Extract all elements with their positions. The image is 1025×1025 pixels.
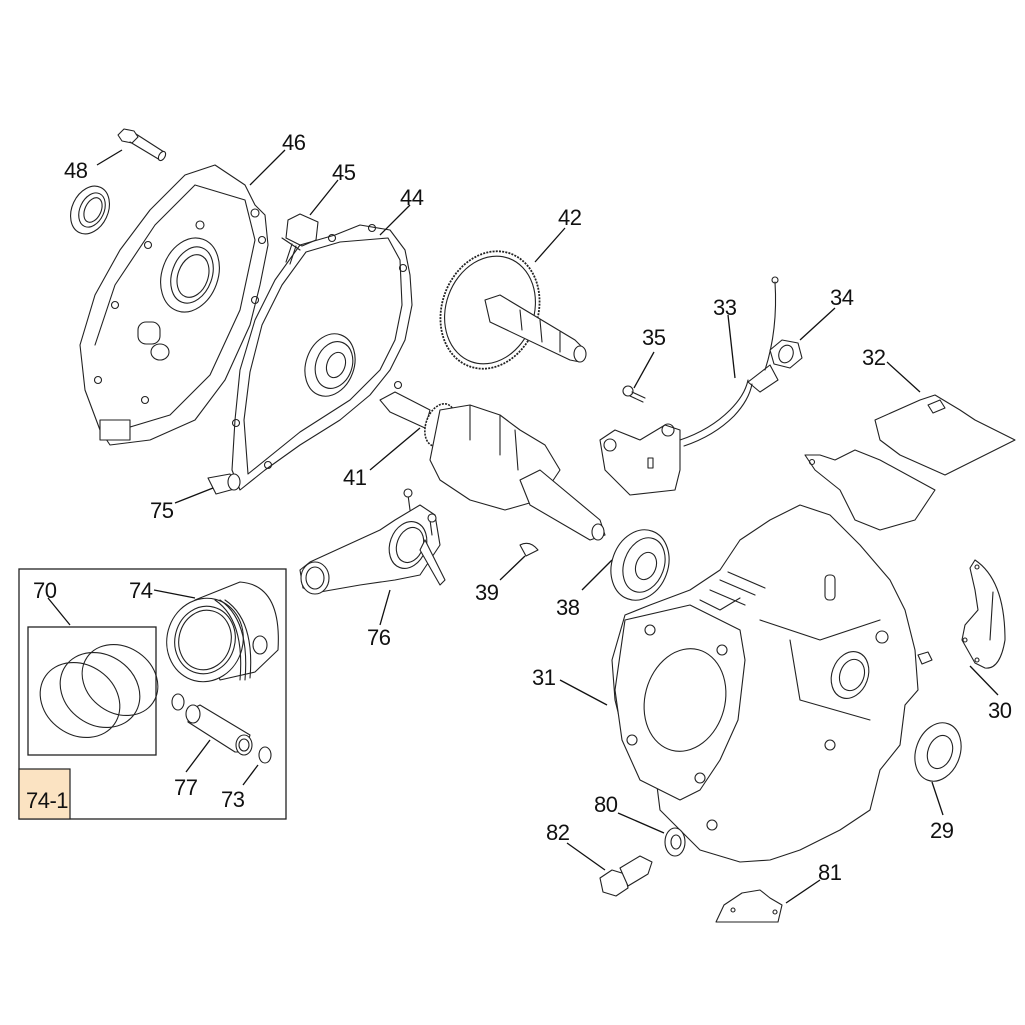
callout-70[interactable]: 70 <box>33 578 57 603</box>
callout-34[interactable]: 34 <box>830 285 854 310</box>
part-45-oil-sensor[interactable] <box>281 213 319 265</box>
part-48-bolt[interactable] <box>117 128 167 162</box>
callout-77[interactable]: 77 <box>174 775 198 800</box>
callout-31[interactable]: 31 <box>532 665 556 690</box>
part-73-circlip[interactable] <box>171 693 272 764</box>
callout-33[interactable]: 33 <box>713 295 737 320</box>
callout-44[interactable]: 44 <box>400 185 424 210</box>
callout-45[interactable]: 45 <box>332 160 356 185</box>
kit-label[interactable]: 74-1 <box>26 788 69 813</box>
part-75-dowel-pin[interactable] <box>207 473 241 495</box>
leader-lines <box>47 149 999 904</box>
callout-80[interactable]: 80 <box>594 792 618 817</box>
callout-35[interactable]: 35 <box>642 325 666 350</box>
callout-74[interactable]: 74 <box>129 578 153 603</box>
part-38-bearing[interactable] <box>601 522 678 609</box>
callout-32[interactable]: 32 <box>862 345 886 370</box>
part-46-crankcase-cover[interactable] <box>79 164 269 446</box>
part-34-nut[interactable] <box>769 339 803 369</box>
part-70-piston-rings[interactable] <box>26 630 172 753</box>
part-42-camshaft[interactable] <box>424 237 587 383</box>
part-31-crankcase[interactable] <box>611 504 919 863</box>
callout-81[interactable]: 81 <box>818 860 842 885</box>
part-77-piston-pin[interactable] <box>185 704 253 756</box>
callout-48[interactable]: 48 <box>64 158 88 183</box>
callout-76[interactable]: 76 <box>367 625 391 650</box>
callout-labels: 48 46 45 44 42 41 75 35 33 34 32 39 38 7… <box>33 130 1012 885</box>
callout-82[interactable]: 82 <box>546 820 570 845</box>
part-39-key[interactable] <box>519 542 539 557</box>
part-82-drain-bolt[interactable] <box>599 855 653 897</box>
part-80-washer[interactable] <box>664 827 686 857</box>
part-32-cover-plate[interactable] <box>804 394 1016 531</box>
callout-73[interactable]: 73 <box>221 787 245 812</box>
part-29-oil-seal[interactable] <box>907 716 969 787</box>
part-33-ignition-coil[interactable] <box>599 276 779 496</box>
part-41-crankshaft[interactable] <box>379 391 606 541</box>
kit-label-background <box>18 768 71 820</box>
callout-42[interactable]: 42 <box>558 205 582 230</box>
part-bearing-cover[interactable] <box>297 327 364 404</box>
callout-75[interactable]: 75 <box>150 498 174 523</box>
part-44-gasket[interactable] <box>231 223 413 491</box>
part-74-piston[interactable] <box>157 581 279 690</box>
callout-38[interactable]: 38 <box>556 595 580 620</box>
part-small-screw[interactable] <box>917 651 933 665</box>
part-35-bolt[interactable] <box>622 385 646 403</box>
piston-kit-box: 74-1 <box>18 568 287 820</box>
callout-46[interactable]: 46 <box>282 130 306 155</box>
part-30-bracket[interactable] <box>961 559 1006 669</box>
part-76-connecting-rod[interactable] <box>299 488 446 595</box>
part-81-plate[interactable] <box>715 889 783 923</box>
callout-41[interactable]: 41 <box>343 465 367 490</box>
callout-30[interactable]: 30 <box>988 698 1012 723</box>
callout-29[interactable]: 29 <box>930 818 954 843</box>
callout-39[interactable]: 39 <box>475 580 499 605</box>
part-oil-seal-cover[interactable] <box>63 180 117 241</box>
